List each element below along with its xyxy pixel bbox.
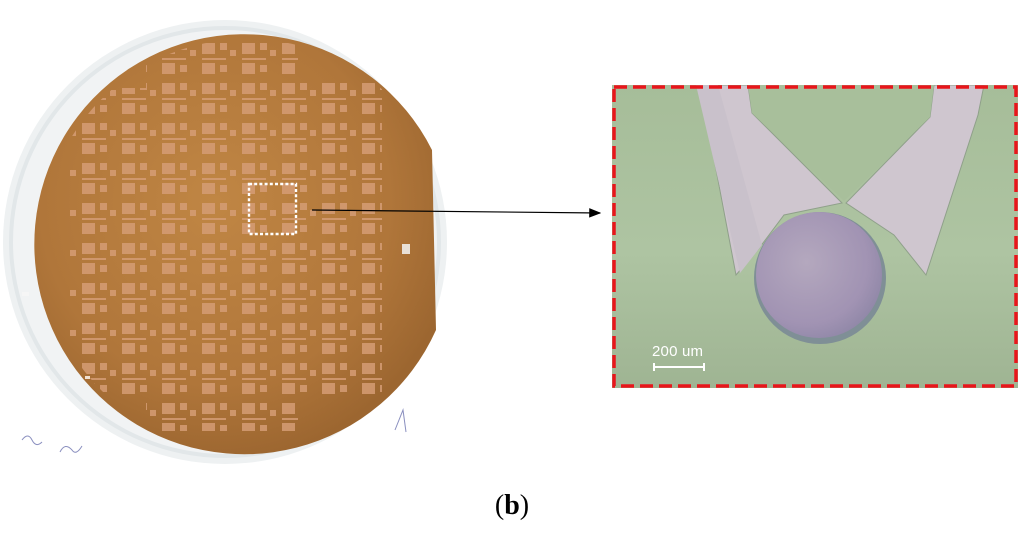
scale-bar	[653, 363, 705, 371]
zoom-region-box	[247, 182, 298, 236]
wafer-photo	[3, 20, 447, 464]
caption-letter: b	[504, 490, 520, 521]
caption-open: (	[494, 490, 505, 521]
scale-bar-label: 200 um	[652, 343, 704, 360]
caption-close: )	[519, 490, 530, 521]
microscope-inset: 200 um	[612, 85, 1018, 388]
figure-caption: (b)	[0, 490, 1024, 522]
device-array	[68, 38, 382, 431]
